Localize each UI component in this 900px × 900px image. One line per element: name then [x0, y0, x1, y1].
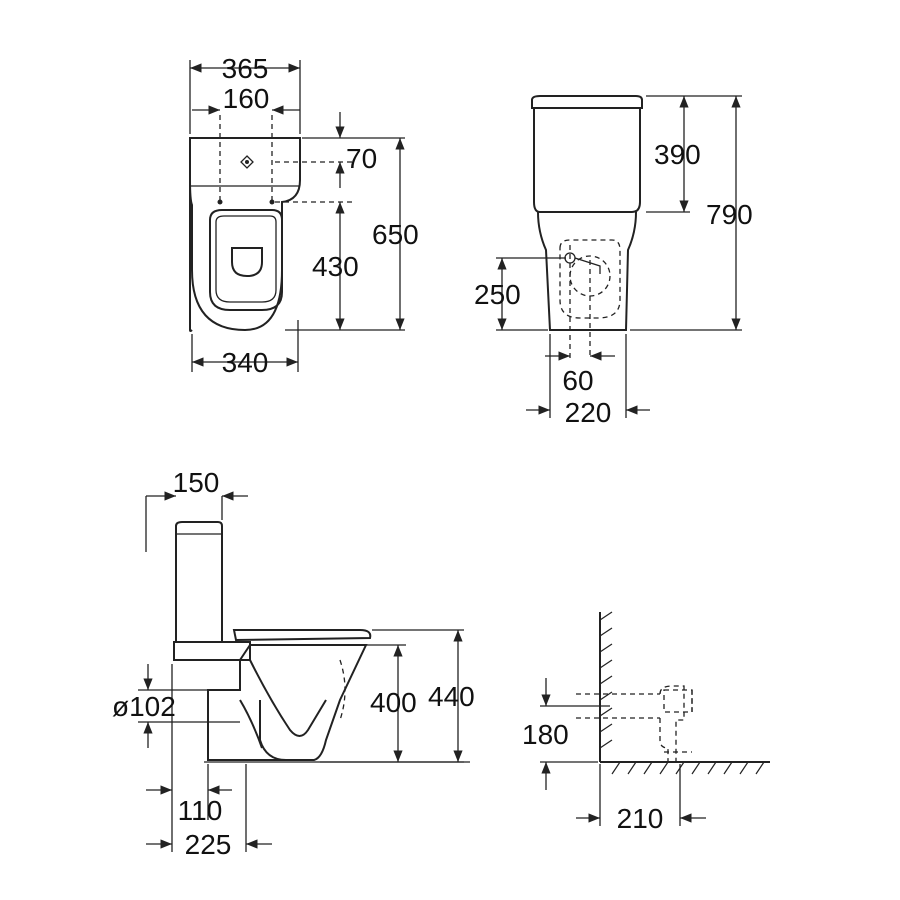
dim-distance-from-wall: 210 — [617, 803, 664, 834]
dim-rim-height: 440 — [428, 681, 475, 712]
dim-overall-height: 790 — [706, 199, 753, 230]
cistern-body — [533, 107, 641, 213]
seat-outline — [209, 209, 283, 311]
dim-bowl-length: 650 — [372, 219, 419, 250]
dim-outlet-offset: 60 — [562, 365, 593, 396]
dim-seat-height: 400 — [370, 687, 417, 718]
side-view: 150 ø102 400 440 110 225 — [112, 467, 475, 860]
flush-button-icon — [240, 155, 254, 169]
dim-base-width: 340 — [222, 347, 269, 378]
top-view: 365 160 70 430 650 340 — [189, 53, 419, 378]
side-bowl — [207, 644, 368, 761]
trap-path — [249, 659, 327, 737]
floor-hatching — [611, 761, 765, 775]
connection-detail: 180 210 — [522, 611, 770, 834]
side-seat — [232, 629, 372, 642]
dim-inlet-height: 180 — [522, 719, 569, 750]
dim-front-base-width: 220 — [565, 397, 612, 428]
dim-outlet-to-wall: 110 — [178, 795, 223, 826]
wall-hatching — [599, 611, 613, 749]
dim-tank-height: 390 — [654, 139, 701, 170]
cistern-lid — [531, 95, 643, 109]
dim-outlet-height: 250 — [474, 279, 521, 310]
dim-base-to-wall: 225 — [185, 829, 232, 860]
dim-outlet-diameter: ø102 — [112, 691, 176, 722]
dim-tank-depth: 70 — [346, 143, 377, 174]
dim-side-tank-depth: 150 — [173, 467, 220, 498]
bowl-opening — [231, 247, 263, 278]
pedestal — [537, 211, 637, 331]
dim-overall-width: 365 — [222, 53, 269, 84]
side-cistern — [175, 521, 223, 643]
dim-fixing-to-front: 430 — [312, 251, 359, 282]
top-view-outline — [189, 137, 301, 332]
supply-pipe — [576, 685, 693, 763]
dim-fixing-centres: 160 — [223, 83, 270, 114]
front-view: 390 790 250 60 220 — [474, 95, 753, 428]
